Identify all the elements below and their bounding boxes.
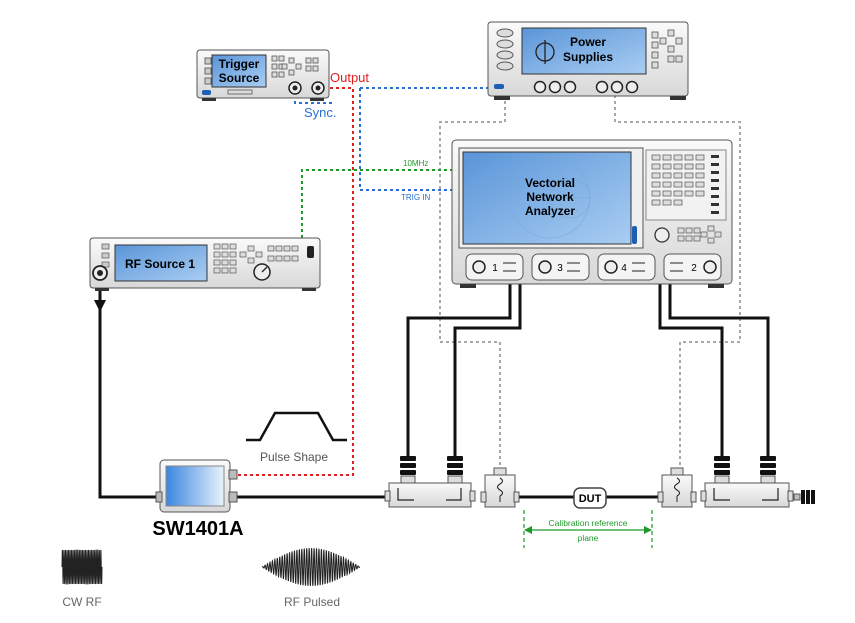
vna-port-3-label: 3: [557, 263, 563, 274]
bias-tee-left: [480, 467, 520, 508]
rf-arrow-icon: [94, 300, 106, 312]
rf-pulsed-label: RF Pulsed: [284, 595, 340, 609]
vna-port-1-label: 1: [492, 263, 498, 274]
cw-rf-icon: [61, 549, 103, 585]
vna-label-2: Network: [526, 190, 574, 204]
sync-label: Sync.: [304, 105, 337, 120]
rf-source-1[interactable]: RF Source 1: [89, 237, 321, 291]
sw1401a-label: SW1401A: [152, 518, 243, 540]
sw1401a-switch[interactable]: [155, 459, 238, 513]
vna-label-1: Vectorial: [525, 176, 575, 190]
pulse-shape-icon: [246, 411, 347, 442]
calibration-plane: [523, 510, 653, 548]
ref-10mhz-label: 10MHz: [403, 159, 428, 168]
ref-10mhz-line: [301, 169, 452, 238]
termination-load-icon: [793, 490, 815, 504]
vna-port-4-label: 4: [621, 263, 627, 274]
coupler-left: [384, 456, 476, 508]
pulse-shape-label: Pulse Shape: [260, 450, 328, 464]
output-label: Output: [330, 70, 369, 85]
rf-source-label: RF Source 1: [125, 257, 195, 271]
bias-tee-right: [657, 467, 697, 508]
cw-rf-label: CW RF: [62, 595, 101, 609]
cal-plane-label-2: plane: [578, 533, 599, 543]
trig-in-label: TRIG IN: [401, 193, 431, 202]
vna-label-3: Analyzer: [525, 204, 575, 218]
vna-port-2-label: 2: [691, 263, 697, 274]
power-supplies-label-2: Supplies: [563, 50, 613, 64]
vna[interactable]: 1 3 4 2 Vectorial Network Analyzer: [451, 139, 733, 288]
trigger-source-label-2: Source: [219, 71, 260, 85]
trigger-source[interactable]: Trigger Source: [196, 49, 330, 101]
power-supplies-label-1: Power: [570, 35, 606, 49]
dut[interactable]: DUT: [573, 487, 607, 509]
coupler-right: [700, 456, 794, 508]
trigger-source-label-1: Trigger: [219, 57, 260, 71]
output-line: [236, 87, 354, 476]
rf-pulsed-icon: [261, 548, 361, 586]
rf-cables: [98, 270, 770, 499]
dut-label: DUT: [579, 493, 602, 505]
power-supplies[interactable]: Power Supplies: [487, 21, 689, 100]
cal-plane-label-1: Calibration reference: [549, 518, 628, 528]
